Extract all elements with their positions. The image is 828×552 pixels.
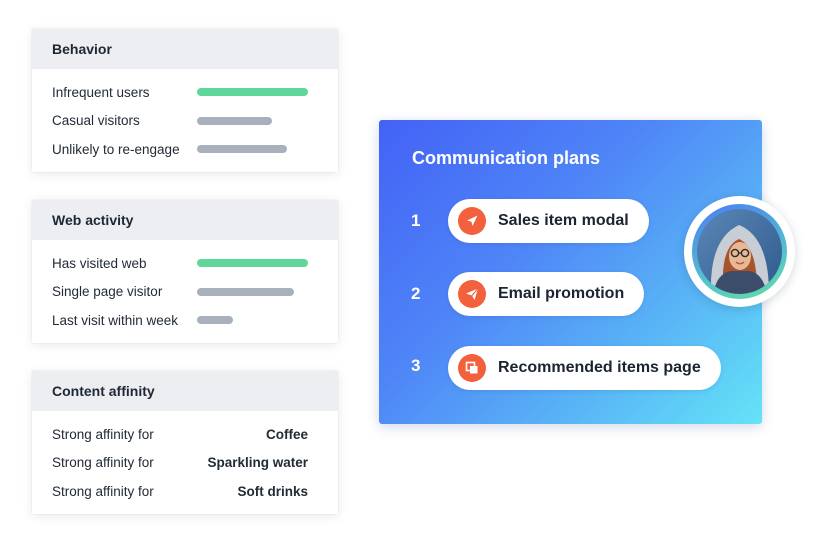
plan-step-email-promotion[interactable]: Email promotion — [448, 272, 645, 316]
behavior-card: Behavior Infrequent users Casual visitor… — [32, 29, 338, 172]
web-activity-level-bar — [197, 259, 308, 268]
content-affinity-value: Coffee — [265, 426, 308, 442]
behavior-row-label: Infrequent users — [52, 84, 150, 100]
web-activity-level-bar — [197, 287, 294, 296]
content-affinity-row: Strong affinity for Coffee — [32, 420, 338, 449]
content-affinity-card: Content affinity Strong affinity for Cof… — [32, 371, 338, 514]
web-activity-row: Has visited web — [32, 249, 338, 278]
content-affinity-row-label: Strong affinity for — [52, 455, 154, 471]
avatar — [684, 196, 795, 307]
web-activity-row-label: Last visit within week — [52, 312, 179, 328]
behavior-level-bar — [197, 145, 287, 154]
rocket-icon — [458, 207, 486, 235]
content-affinity-card-title: Content affinity — [32, 371, 338, 411]
web-activity-row: Single page visitor — [32, 278, 338, 307]
communication-plans-title: Communication plans — [412, 148, 601, 168]
plan-step-sales-item-modal[interactable]: Sales item modal — [448, 199, 649, 243]
web-activity-row-label: Single page visitor — [52, 284, 163, 300]
behavior-row: Casual visitors — [32, 107, 338, 136]
user-photo — [697, 209, 782, 294]
behavior-row: Unlikely to re-engage — [32, 135, 338, 164]
plan-step-label: Sales item modal — [498, 212, 629, 229]
behavior-row-label: Casual visitors — [52, 113, 140, 129]
plan-step-recommended-items-page[interactable]: Recommended items page — [448, 346, 721, 390]
step-number: 3 — [411, 356, 421, 375]
content-affinity-row-label: Strong affinity for — [52, 426, 154, 442]
content-affinity-value: Soft drinks — [237, 483, 308, 499]
paper-plane-icon — [458, 280, 486, 308]
behavior-level-bar — [197, 116, 273, 125]
web-activity-level-bar — [197, 316, 233, 325]
content-affinity-row-label: Strong affinity for — [52, 483, 154, 499]
behavior-row-label: Unlikely to re-engage — [52, 141, 180, 157]
web-activity-card: Web activity Has visited web Single page… — [32, 200, 338, 343]
behavior-card-title: Behavior — [32, 29, 338, 69]
content-affinity-value: Sparkling water — [207, 455, 308, 471]
content-affinity-row: Strong affinity for Sparkling water — [32, 449, 338, 478]
content-affinity-row: Strong affinity for Soft drinks — [32, 477, 338, 506]
behavior-level-bar — [197, 88, 308, 97]
plan-step-label: Email promotion — [498, 285, 625, 302]
plan-step-label: Recommended items page — [498, 359, 701, 376]
step-number: 2 — [411, 284, 421, 303]
web-activity-row: Last visit within week — [32, 306, 338, 335]
pages-icon — [458, 354, 486, 382]
behavior-row: Infrequent users — [32, 78, 338, 107]
step-number: 1 — [411, 211, 421, 230]
web-activity-row-label: Has visited web — [52, 255, 147, 271]
web-activity-card-title: Web activity — [32, 200, 338, 240]
